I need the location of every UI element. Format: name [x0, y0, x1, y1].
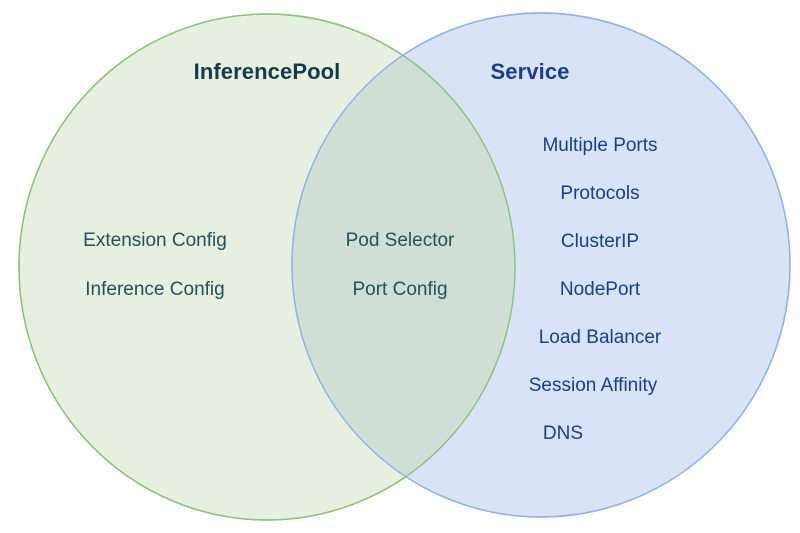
list-item: DNS: [542, 423, 584, 444]
set-items-shared: Pod Selector Port Config: [346, 231, 455, 299]
set-items-service: Multiple Ports Protocols ClusterIP NodeP…: [529, 136, 672, 443]
list-item: Port Config: [352, 279, 448, 300]
set-title-inferencepool: InferencePool: [193, 59, 341, 84]
list-item: Pod Selector: [345, 230, 455, 251]
set-circle-inferencepool-outline: [18, 13, 516, 521]
list-item: Inference Config: [85, 279, 225, 300]
list-item: Load Balancer: [538, 327, 662, 348]
list-item: ClusterIP: [560, 231, 640, 252]
set-overlap-region[interactable]: [292, 13, 790, 517]
list-item: NodePort: [559, 279, 641, 300]
set-items-inferencepool: Extension Config Inference Config: [83, 231, 227, 299]
list-item: Extension Config: [83, 230, 227, 251]
list-item: Session Affinity: [528, 375, 658, 396]
list-item: Protocols: [560, 183, 640, 204]
set-title-service: Service: [490, 59, 570, 84]
list-item: Multiple Ports: [542, 135, 658, 156]
set-circle-service-outline: [291, 12, 791, 518]
